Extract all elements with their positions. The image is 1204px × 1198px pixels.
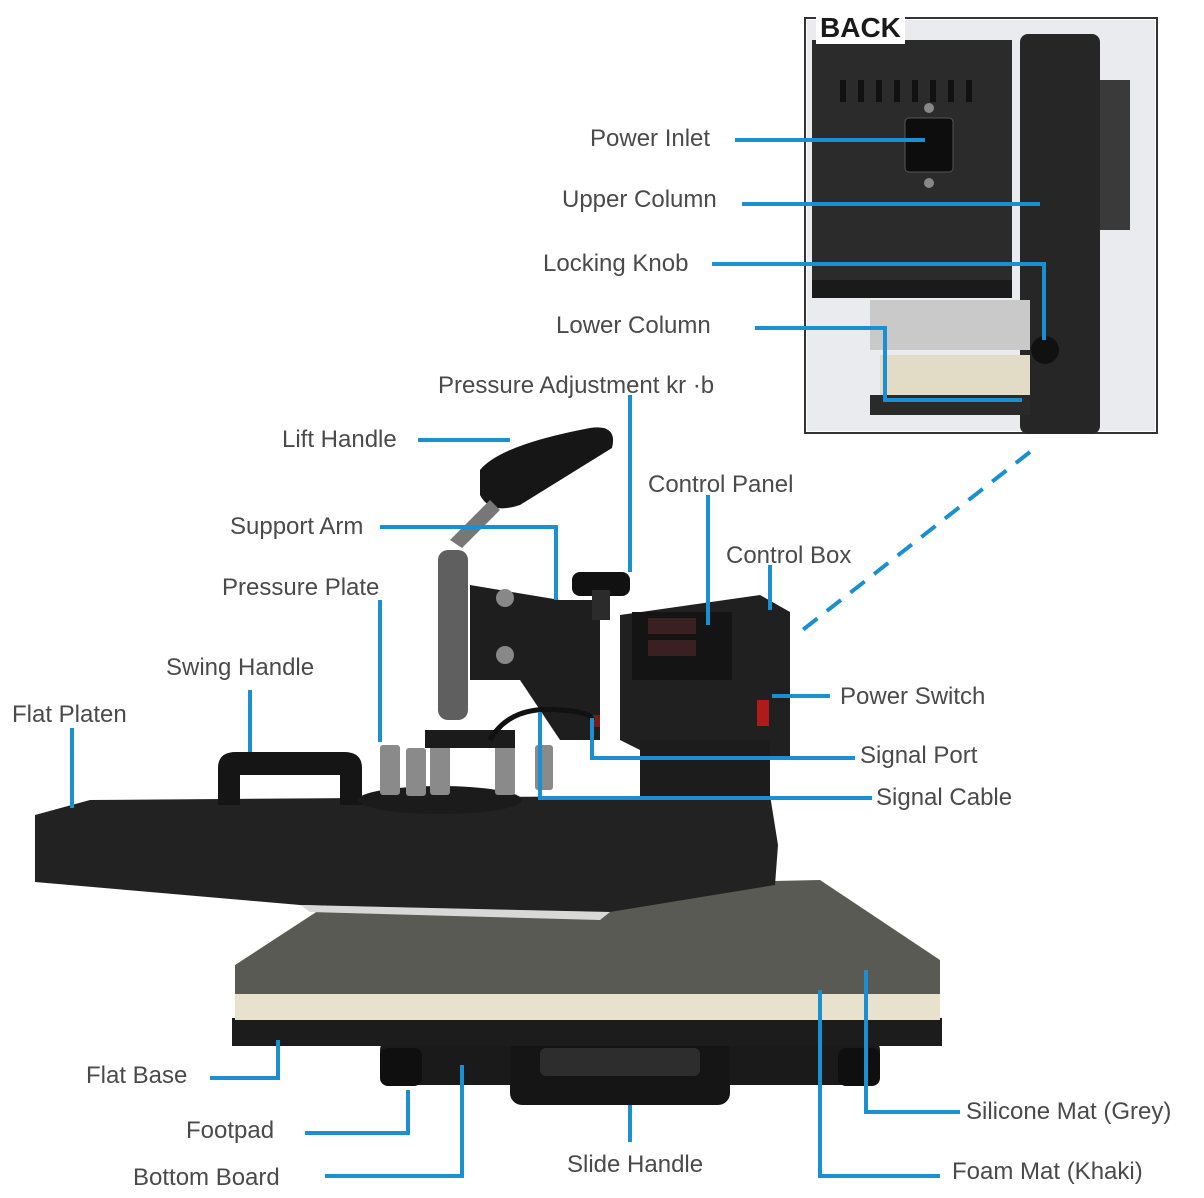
label-flat-platen: Flat Platen <box>12 701 127 728</box>
swing-handle-shape <box>218 752 362 805</box>
lift-handle-shape <box>480 427 614 509</box>
label-flat-base: Flat Base <box>86 1062 188 1089</box>
inset-connector-line <box>798 450 1032 634</box>
label-power-switch: Power Switch <box>840 683 986 710</box>
inset-power-inlet <box>904 117 954 173</box>
label-swing-handle: Swing Handle <box>166 654 315 681</box>
label-signal-cable: Signal Cable <box>876 784 1013 811</box>
label-lower-column: Lower Column <box>556 312 711 339</box>
label-lift-handle: Lift Handle <box>282 426 397 453</box>
leader-lines <box>70 138 1046 1178</box>
pressure-adjustment-knob-shape <box>572 572 630 596</box>
label-control-box: Control Box <box>726 542 852 569</box>
label-support-arm: Support Arm <box>230 513 364 540</box>
label-bottom-board: Bottom Board <box>133 1164 280 1191</box>
power-switch-shape <box>757 700 769 726</box>
flat-base-shape <box>232 1018 942 1046</box>
support-arm-shape <box>470 585 600 740</box>
heat-press-machine <box>35 427 942 1105</box>
label-pressure-adjustment-knob: Pressure Adjustment kr ·b <box>438 372 715 399</box>
flat-platen-shape <box>35 795 778 912</box>
label-upper-column: Upper Column <box>562 186 717 213</box>
label-signal-port: Signal Port <box>860 742 978 769</box>
back-inset <box>804 17 1158 434</box>
inset-title: BACK <box>816 12 905 44</box>
label-pressure-plate: Pressure Plate <box>222 574 380 601</box>
label-power-inlet: Power Inlet <box>590 125 711 152</box>
footpad-left <box>380 1048 422 1086</box>
label-slide-handle: Slide Handle <box>567 1151 704 1178</box>
footpad-right <box>838 1048 880 1086</box>
label-foam-mat: Foam Mat (Khaki) <box>952 1158 1143 1185</box>
label-footpad: Footpad <box>186 1117 275 1144</box>
inset-locking-knob <box>1031 336 1059 364</box>
signal-cable-shape <box>487 706 595 742</box>
foam-mat-shape <box>235 992 940 1020</box>
springs <box>380 745 553 796</box>
label-silicone-mat: Silicone Mat (Grey) <box>966 1098 1172 1125</box>
inset-upper-column <box>1020 34 1100 434</box>
label-locking-knob: Locking Knob <box>543 250 689 277</box>
label-control-panel: Control Panel <box>648 471 794 498</box>
